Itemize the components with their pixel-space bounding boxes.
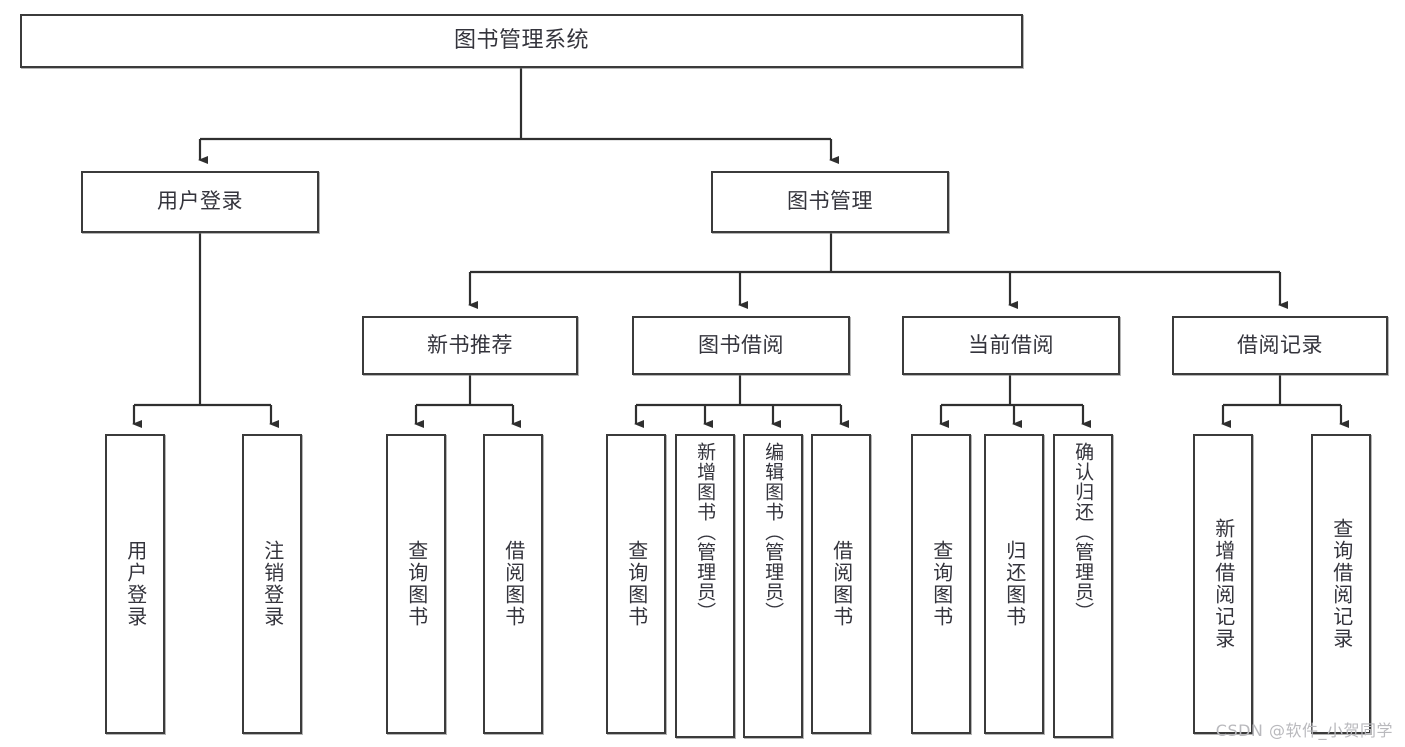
node-root-label: 图书管理系统 [453, 27, 589, 53]
node-leaf-confirm-return[interactable]: 确认归还（管理员） [1053, 434, 1113, 738]
node-borrow-record[interactable]: 借阅记录 [1172, 316, 1388, 375]
node-leaf-add-book[interactable]: 新增图书（管理员） [675, 434, 735, 738]
node-user-login-label: 用户登录 [157, 189, 243, 214]
node-leaf-borrow-book-1-label: 借阅图书 [501, 540, 526, 628]
watermark: CSDN @软件_小贺同学 [1215, 721, 1393, 740]
node-leaf-logout[interactable]: 注销登录 [242, 434, 302, 734]
node-leaf-add-record[interactable]: 新增借阅记录 [1193, 434, 1253, 734]
node-leaf-query-book-3[interactable]: 查询图书 [911, 434, 971, 734]
node-current-borrow-label: 当前借阅 [968, 332, 1054, 357]
node-leaf-return-book-label: 归还图书 [1002, 540, 1027, 628]
node-leaf-query-book-1-label: 查询图书 [404, 540, 429, 628]
node-leaf-return-book[interactable]: 归还图书 [984, 434, 1044, 734]
node-leaf-query-record[interactable]: 查询借阅记录 [1311, 434, 1371, 734]
node-leaf-confirm-return-label: 确认归还（管理员） [1072, 442, 1095, 622]
node-leaf-edit-book-label: 编辑图书（管理员） [762, 442, 785, 622]
node-new-book-recommend[interactable]: 新书推荐 [362, 316, 578, 375]
node-leaf-query-book-2-label: 查询图书 [624, 540, 649, 628]
node-book-manage-label: 图书管理 [787, 189, 873, 214]
node-leaf-user-login[interactable]: 用户登录 [105, 434, 165, 734]
node-leaf-edit-book[interactable]: 编辑图书（管理员） [743, 434, 803, 738]
node-leaf-borrow-book-2[interactable]: 借阅图书 [811, 434, 871, 734]
node-borrow-record-label: 借阅记录 [1237, 332, 1323, 357]
node-leaf-add-book-label: 新增图书（管理员） [694, 442, 717, 622]
node-root[interactable]: 图书管理系统 [20, 14, 1023, 68]
node-book-borrow[interactable]: 图书借阅 [632, 316, 850, 375]
node-book-borrow-label: 图书借阅 [698, 332, 784, 357]
node-leaf-borrow-book-2-label: 借阅图书 [829, 540, 854, 628]
node-leaf-user-login-label: 用户登录 [123, 540, 148, 628]
node-leaf-borrow-book-1[interactable]: 借阅图书 [483, 434, 543, 734]
node-leaf-add-record-label: 新增借阅记录 [1211, 518, 1236, 650]
node-leaf-query-book-3-label: 查询图书 [929, 540, 954, 628]
node-book-manage[interactable]: 图书管理 [711, 171, 949, 233]
node-leaf-logout-label: 注销登录 [260, 540, 285, 628]
node-leaf-query-book-2[interactable]: 查询图书 [606, 434, 666, 734]
node-leaf-query-book-1[interactable]: 查询图书 [386, 434, 446, 734]
node-current-borrow[interactable]: 当前借阅 [902, 316, 1120, 375]
node-leaf-query-record-label: 查询借阅记录 [1329, 518, 1354, 650]
node-user-login[interactable]: 用户登录 [81, 171, 319, 233]
node-new-book-recommend-label: 新书推荐 [427, 332, 513, 357]
